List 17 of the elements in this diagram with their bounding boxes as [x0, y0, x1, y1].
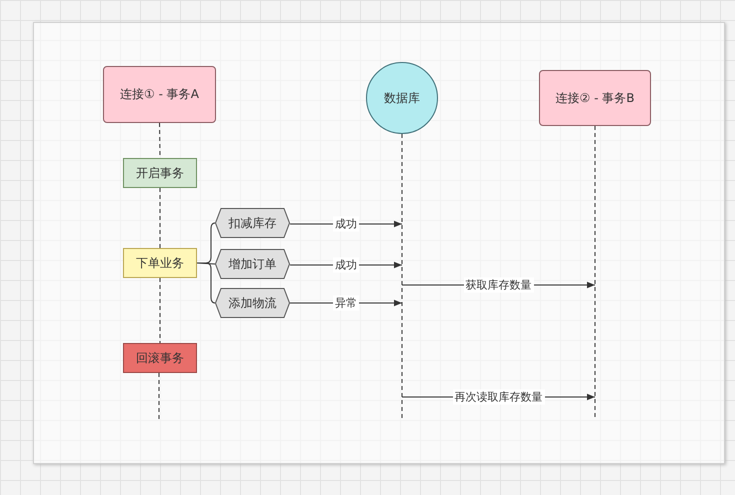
- action-hexagon: 增加订单: [215, 249, 290, 279]
- database-circle: 数据库: [366, 62, 438, 134]
- lifeline: [594, 126, 596, 420]
- edge-label: 异常: [333, 296, 359, 310]
- step-box: 回滚事务: [123, 343, 197, 373]
- participant-box: 连接① - 事务A: [103, 66, 216, 123]
- edge-label: 获取库存数量: [464, 278, 534, 292]
- step-box: 开启事务: [123, 158, 197, 188]
- edge-label: 成功: [333, 258, 359, 272]
- action-hexagon: 扣减库存: [215, 208, 290, 238]
- edge-label: 成功: [333, 216, 359, 232]
- participant-box: 连接② - 事务B: [539, 70, 651, 126]
- edge-label: 再次读取库存数量: [452, 390, 544, 404]
- brace: [196, 262, 216, 304]
- lifeline: [401, 134, 403, 420]
- action-hexagon: 添加物流: [215, 288, 290, 318]
- step-box: 下单业务: [123, 248, 197, 278]
